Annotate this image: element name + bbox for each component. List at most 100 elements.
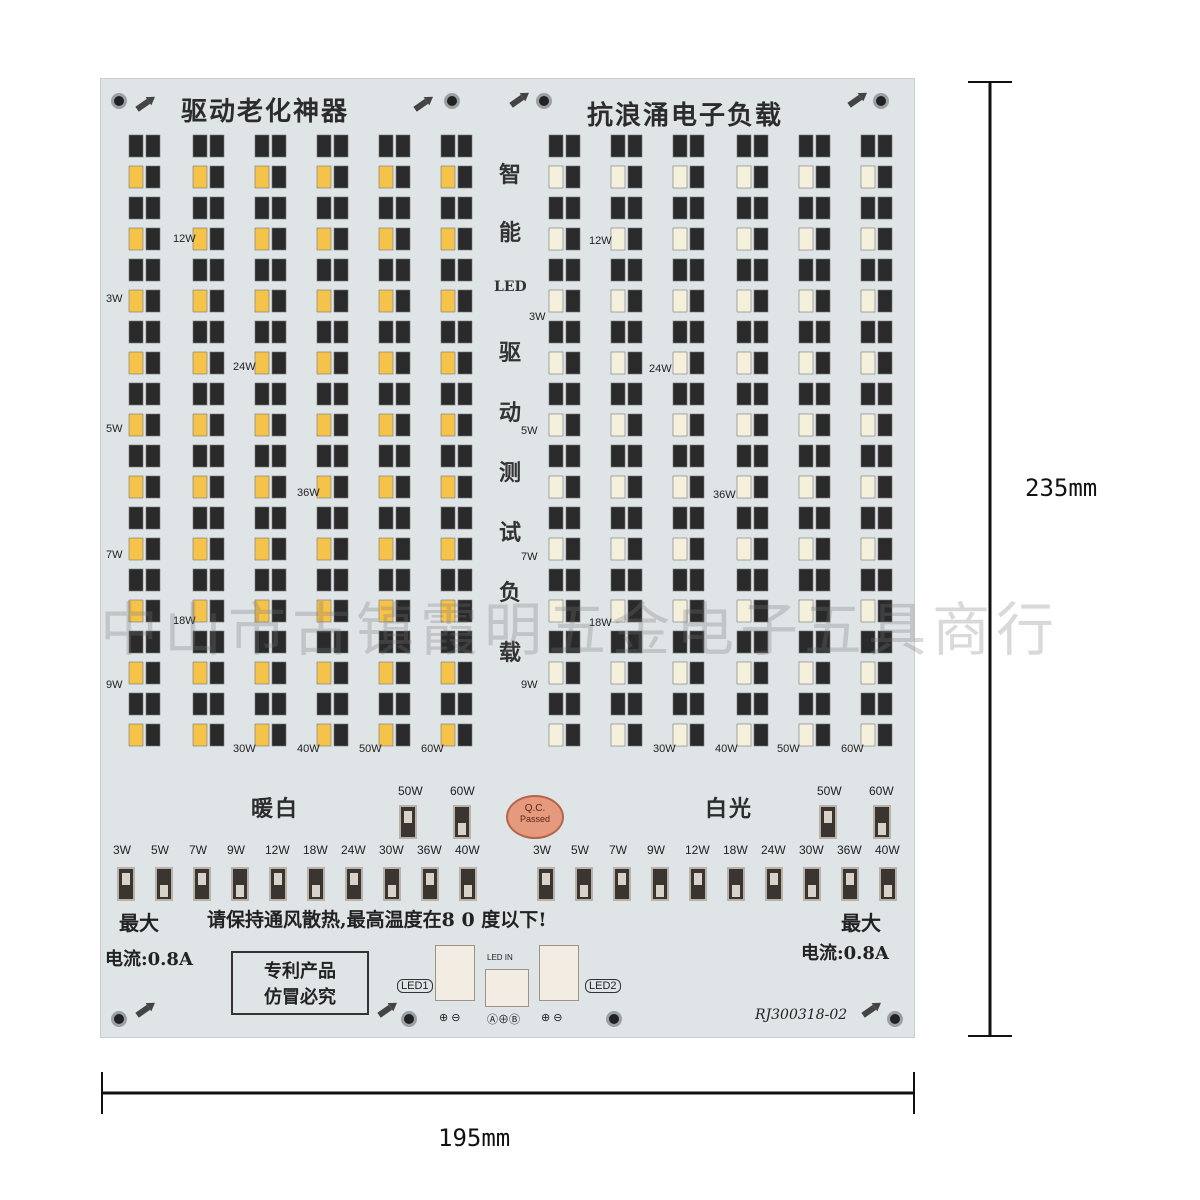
led-chip	[548, 444, 581, 468]
row-label: 5W	[521, 425, 538, 437]
led-chip	[610, 661, 643, 685]
led-chip	[610, 630, 643, 654]
led-chip	[128, 444, 161, 468]
switch-50w-white[interactable]	[819, 805, 837, 839]
led-chip	[672, 134, 705, 158]
bottom-row-label: 30W	[233, 743, 256, 755]
switch-label: 5W	[151, 843, 169, 857]
led-chip	[378, 599, 411, 623]
led-chip	[192, 289, 225, 313]
switch-24w-warm[interactable]	[345, 867, 363, 901]
led-chip	[860, 568, 893, 592]
led-chip	[316, 382, 349, 406]
switch-30w-white[interactable]	[803, 867, 821, 901]
bottom-row-label: 60W	[841, 743, 864, 755]
led-chip	[860, 444, 893, 468]
switch-12w-white[interactable]	[689, 867, 707, 901]
switch-9w-white[interactable]	[651, 867, 669, 901]
switch-60w-white[interactable]	[873, 805, 891, 839]
switch-5w-white[interactable]	[575, 867, 593, 901]
mounting-hole-icon	[873, 93, 889, 109]
center-char: 载	[499, 640, 522, 666]
switch-50w-warm[interactable]	[399, 805, 417, 839]
switch-5w-warm[interactable]	[155, 867, 173, 901]
switch-18w-white[interactable]	[727, 867, 745, 901]
led-chip	[798, 351, 831, 375]
switch-label: 24W	[341, 843, 366, 857]
led-chip	[798, 413, 831, 437]
switch-label: 3W	[533, 843, 551, 857]
switch-40w-warm[interactable]	[459, 867, 477, 901]
max-label-right: 最大	[841, 911, 881, 935]
led-chip	[254, 196, 287, 220]
led-chip	[798, 692, 831, 716]
switch-24w-white[interactable]	[765, 867, 783, 901]
led-chip	[860, 661, 893, 685]
led-chip	[610, 692, 643, 716]
switch-label: 30W	[799, 843, 824, 857]
led-chip	[378, 134, 411, 158]
led-chip	[736, 227, 769, 251]
led-chip	[860, 258, 893, 282]
led-chip	[440, 537, 473, 561]
led-chip	[316, 630, 349, 654]
mounting-hole-icon	[444, 93, 460, 109]
led-chip	[610, 382, 643, 406]
led-chip	[548, 568, 581, 592]
led-chip	[440, 661, 473, 685]
switch-3w-warm[interactable]	[117, 867, 135, 901]
switch-18w-warm[interactable]	[307, 867, 325, 901]
led-chip	[672, 475, 705, 499]
led-chip	[440, 568, 473, 592]
led-chip	[548, 692, 581, 716]
led-chip	[378, 506, 411, 530]
mounting-hole-icon	[606, 1011, 622, 1027]
switch-12w-warm[interactable]	[269, 867, 287, 901]
led-chip	[254, 630, 287, 654]
led-chip	[192, 444, 225, 468]
led-chip	[798, 165, 831, 189]
led-chip	[254, 134, 287, 158]
switch-9w-warm[interactable]	[231, 867, 249, 901]
led-chip	[316, 692, 349, 716]
led-in-connector[interactable]	[485, 969, 529, 1007]
led-chip	[798, 382, 831, 406]
led-chip	[316, 537, 349, 561]
led-chip	[798, 227, 831, 251]
led-chip	[672, 227, 705, 251]
switch-60w-warm[interactable]	[453, 805, 471, 839]
led-chip	[440, 475, 473, 499]
led2-connector[interactable]	[539, 945, 579, 1001]
switch-7w-white[interactable]	[613, 867, 631, 901]
led-chip	[672, 568, 705, 592]
led1-label: LED1	[397, 979, 433, 993]
led-chip	[440, 599, 473, 623]
switch-3w-white[interactable]	[537, 867, 555, 901]
switch-7w-warm[interactable]	[193, 867, 211, 901]
led-chip	[254, 382, 287, 406]
polarity-right: ⊕ ⊖	[541, 1012, 563, 1024]
bottom-row-label: 50W	[777, 743, 800, 755]
led-chip	[440, 227, 473, 251]
led1-connector[interactable]	[435, 945, 475, 1001]
led-chip	[378, 165, 411, 189]
led-chip	[128, 258, 161, 282]
led-chip	[192, 413, 225, 437]
led-chip	[192, 537, 225, 561]
led-chip	[736, 723, 769, 747]
led-chip	[798, 723, 831, 747]
switch-label: 60W	[450, 784, 475, 798]
switch-40w-white[interactable]	[879, 867, 897, 901]
led-chip	[548, 506, 581, 530]
led-chip	[128, 289, 161, 313]
led2-label: LED2	[585, 979, 621, 993]
led-chip	[736, 258, 769, 282]
led-chip	[860, 351, 893, 375]
screw-icon	[135, 96, 156, 112]
led-chip	[860, 227, 893, 251]
switch-36w-warm[interactable]	[421, 867, 439, 901]
led-chip	[192, 661, 225, 685]
switch-36w-white[interactable]	[841, 867, 859, 901]
led-chip	[128, 165, 161, 189]
switch-30w-warm[interactable]	[383, 867, 401, 901]
